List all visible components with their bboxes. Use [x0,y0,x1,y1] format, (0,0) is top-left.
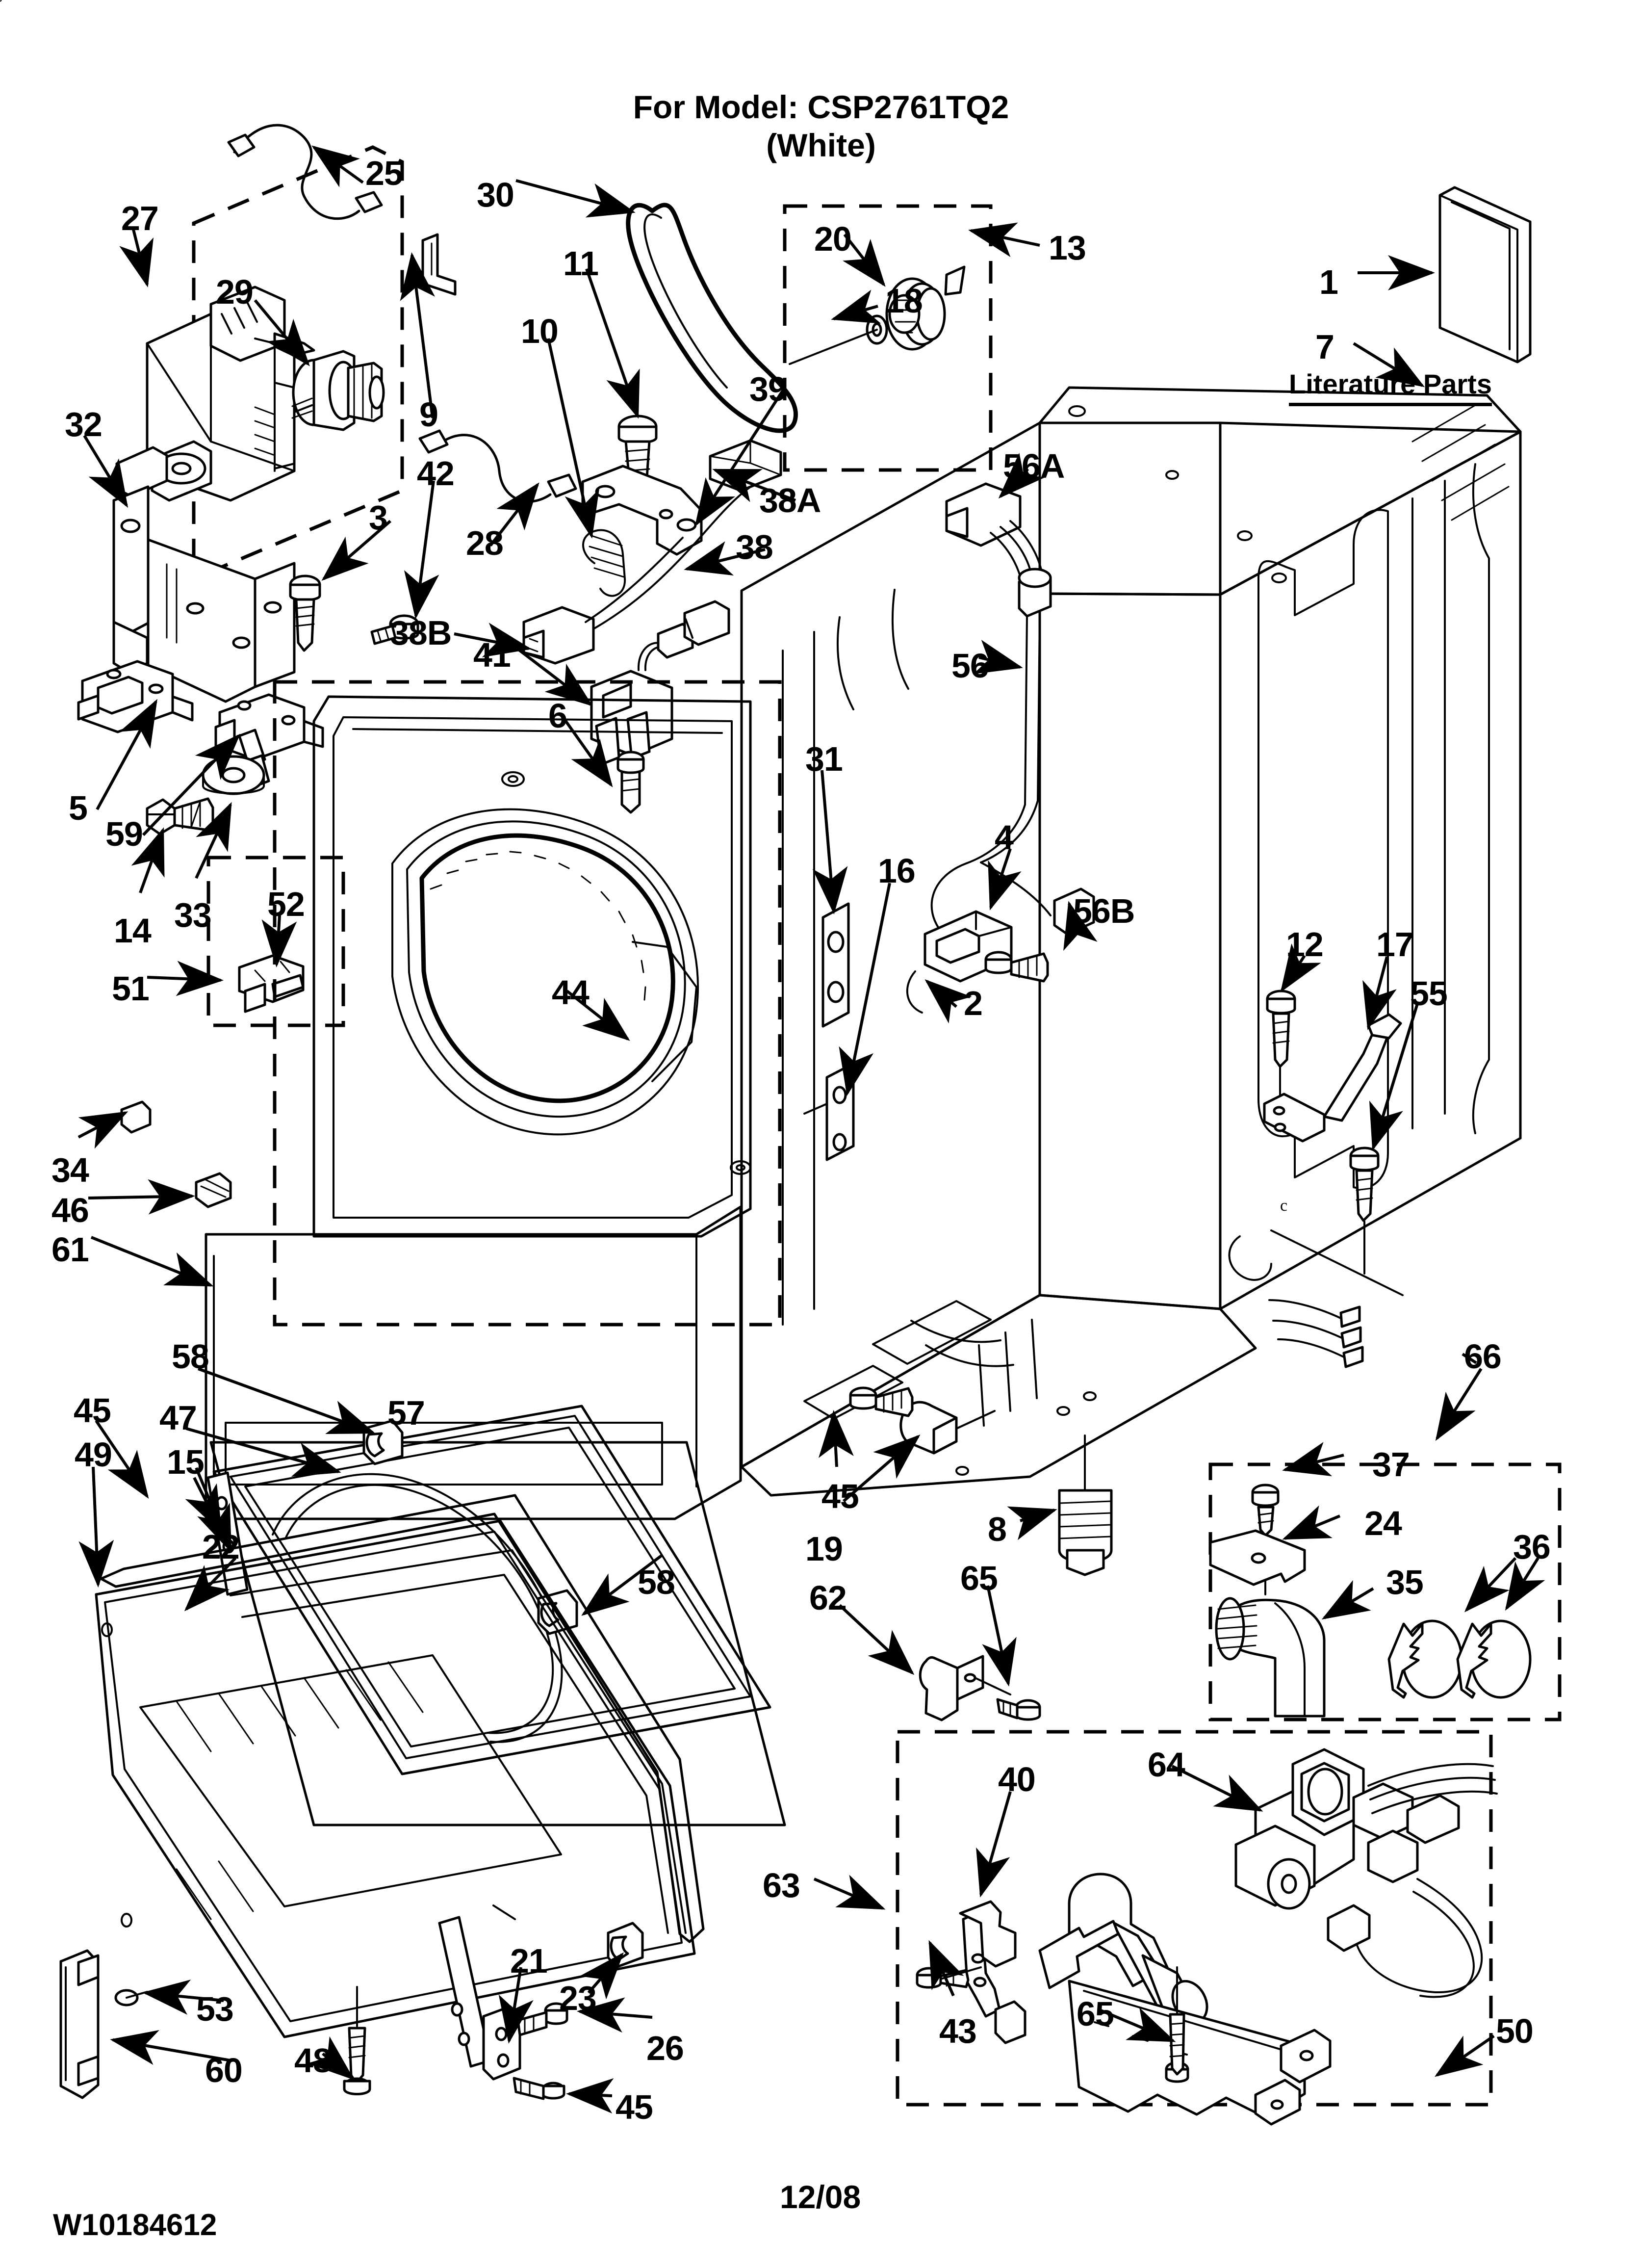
callout-6: 6 [548,697,567,735]
callout-49: 49 [75,1435,112,1474]
callout-56a: 56A [1003,447,1065,485]
callout-22: 22 [202,1528,240,1566]
callout-33: 33 [174,896,212,934]
callout-24: 24 [1364,1504,1402,1542]
callout-39: 39 [749,370,787,408]
callout-51: 51 [112,969,150,1008]
callout-16: 16 [878,852,916,890]
callout-21: 21 [510,1942,548,1980]
callout-35: 35 [1386,1563,1424,1601]
callout-66: 66 [1464,1337,1502,1376]
callout-32: 32 [65,405,103,443]
callout-34: 34 [51,1151,89,1189]
callout-17: 17 [1376,925,1414,964]
callout-38a: 38A [759,481,821,520]
callout-26: 26 [646,2029,684,2067]
callout-2: 2 [964,984,983,1022]
callout-5: 5 [69,789,88,827]
callout-38b: 38B [390,614,452,652]
callout-58: 58 [638,1563,675,1601]
document-code: W10184612 [53,2208,217,2242]
callout-43: 43 [939,2012,977,2050]
callout-62: 62 [809,1579,847,1617]
revision-date: 12/08 [780,2179,861,2215]
literature-parts-label: Literature Parts [1289,368,1492,406]
model-color: (White) [766,127,876,163]
callout-64: 64 [1148,1746,1185,1784]
callout-18: 18 [885,282,923,320]
callout-40: 40 [998,1760,1036,1799]
callout-19: 19 [805,1530,843,1568]
callout-45: 45 [74,1391,111,1430]
callout-20: 20 [814,220,852,258]
callout-14: 14 [114,912,152,950]
callout-30: 30 [477,176,514,214]
callout-41: 41 [473,636,511,674]
callout-55: 55 [1410,974,1448,1013]
callout-3: 3 [369,498,388,537]
callout-45: 45 [616,2088,653,2126]
title-block: For Model: CSP2761TQ2 (White) [0,88,1642,165]
callout-46: 46 [51,1191,89,1229]
svg-text:c: c [1280,1197,1287,1215]
callout-48: 48 [294,2041,332,2080]
callout-42: 42 [417,454,455,493]
callout-1: 1 [1319,263,1338,301]
callout-63: 63 [763,1866,800,1904]
callout-47: 47 [159,1399,197,1437]
callout-31: 31 [805,740,843,778]
callout-65: 65 [1077,1995,1114,2033]
callout-56: 56 [951,647,989,685]
callout-25: 25 [365,154,403,192]
callout-10: 10 [521,312,559,350]
callout-4: 4 [995,818,1014,857]
callout-37: 37 [1372,1445,1410,1484]
callout-45: 45 [821,1477,859,1515]
callout-53: 53 [196,1990,234,2028]
callout-56b: 56B [1073,892,1135,930]
callout-13: 13 [1049,229,1086,267]
callout-11: 11 [563,244,599,283]
callout-52: 52 [267,885,305,923]
callout-58: 58 [172,1337,209,1376]
callout-38: 38 [736,528,773,566]
callout-8: 8 [988,1510,1007,1548]
callout-12: 12 [1286,925,1324,964]
model-title: For Model: CSP2761TQ2 [633,89,1009,125]
callout-28: 28 [466,524,504,562]
callout-7: 7 [1315,328,1334,366]
callout-36: 36 [1513,1528,1551,1566]
callout-59: 59 [105,815,143,853]
callout-27: 27 [121,199,159,237]
callout-9: 9 [419,395,438,434]
callout-29: 29 [216,273,254,311]
callout-44: 44 [552,973,590,1012]
callout-23: 23 [559,1979,597,2017]
callout-15: 15 [167,1443,205,1481]
callout-61: 61 [51,1230,89,1269]
callout-57: 57 [387,1394,425,1432]
callout-50: 50 [1496,2012,1534,2050]
callout-60: 60 [205,2051,243,2089]
callout-65: 65 [960,1559,998,1597]
